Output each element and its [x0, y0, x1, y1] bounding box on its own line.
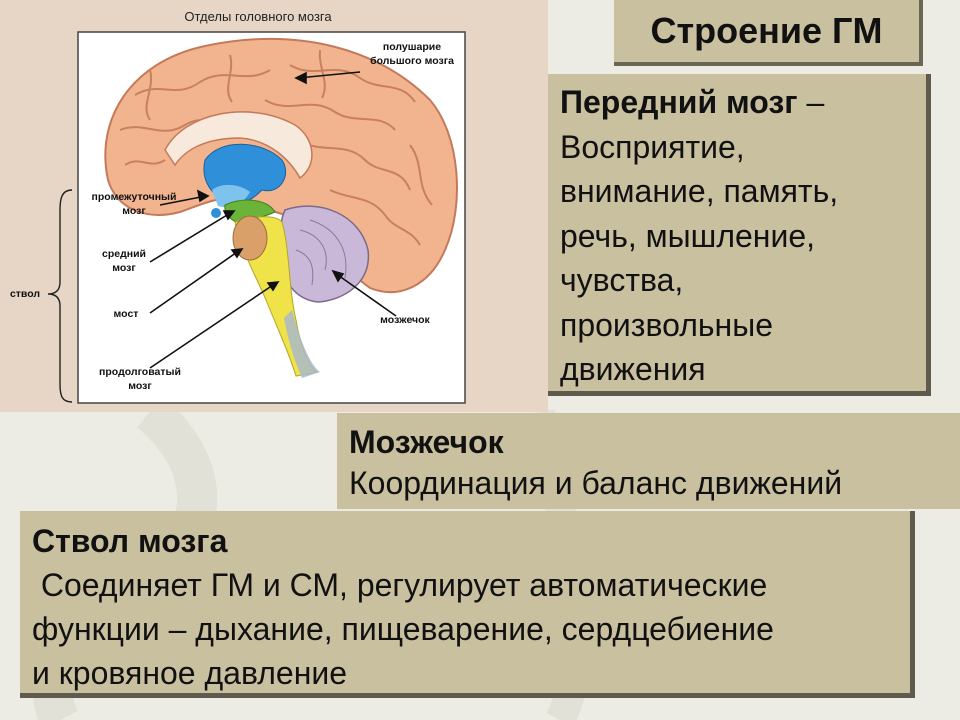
label-cerebellum: мозжечок: [380, 314, 430, 326]
forebrain-line: чувства,: [560, 262, 684, 298]
cerebellum-text: Координация и баланс движений: [349, 465, 843, 501]
brain-illustration: [104, 37, 458, 378]
brainstem-heading: Ствол мозга: [32, 523, 228, 559]
forebrain-heading: Передний мозг: [560, 84, 798, 120]
label-midbrain-1: средний: [102, 248, 146, 260]
label-pointers: [149, 71, 397, 369]
forebrain-line: произвольные: [560, 306, 774, 343]
forebrain-box: Передний мозг – Восприятие, внимание, па…: [548, 74, 931, 396]
label-pons: мост: [114, 308, 139, 320]
forebrain-dash: –: [797, 84, 825, 120]
cerebellum-box: Мозжечок Координация и баланс движений: [337, 413, 960, 509]
label-medulla-2: мозг: [128, 380, 152, 392]
forebrain-line: внимание, память,: [560, 173, 839, 209]
brainstem-box: Ствол мозга Соединяет ГМ и СМ, регулируе…: [20, 511, 915, 698]
forebrain-line: движения: [560, 351, 706, 387]
label-hemisphere-2: большого мозга: [370, 55, 454, 67]
gyri-pattern: [119, 49, 433, 246]
label-hemisphere-1: полушарие: [383, 41, 441, 53]
brain-diagram-panel: Отделы головного мозга: [0, 0, 548, 412]
cerebellum-heading: Мозжечок: [349, 424, 504, 460]
label-diencephalon-2: мозг: [122, 205, 146, 217]
slide-title: Строение ГМ: [650, 10, 883, 51]
brainstem-text: Соединяет ГМ и СМ, регулирует автоматиче…: [32, 567, 774, 691]
label-medulla-1: продолговатый: [99, 366, 181, 378]
label-midbrain-2: мозг: [112, 262, 136, 274]
stem-brace: [47, 189, 73, 403]
forebrain-line: речь, мышление,: [560, 217, 816, 254]
slide-title-box: Строение ГМ: [614, 0, 923, 66]
medulla-oblongata: [284, 310, 320, 378]
corpus-callosum: [164, 111, 313, 180]
forebrain-line: Восприятие,: [560, 128, 745, 165]
label-diencephalon-1: промежуточный: [92, 191, 177, 203]
label-stem: ствол: [10, 288, 40, 300]
diagram-caption: Отделы головного мозга: [184, 9, 332, 24]
